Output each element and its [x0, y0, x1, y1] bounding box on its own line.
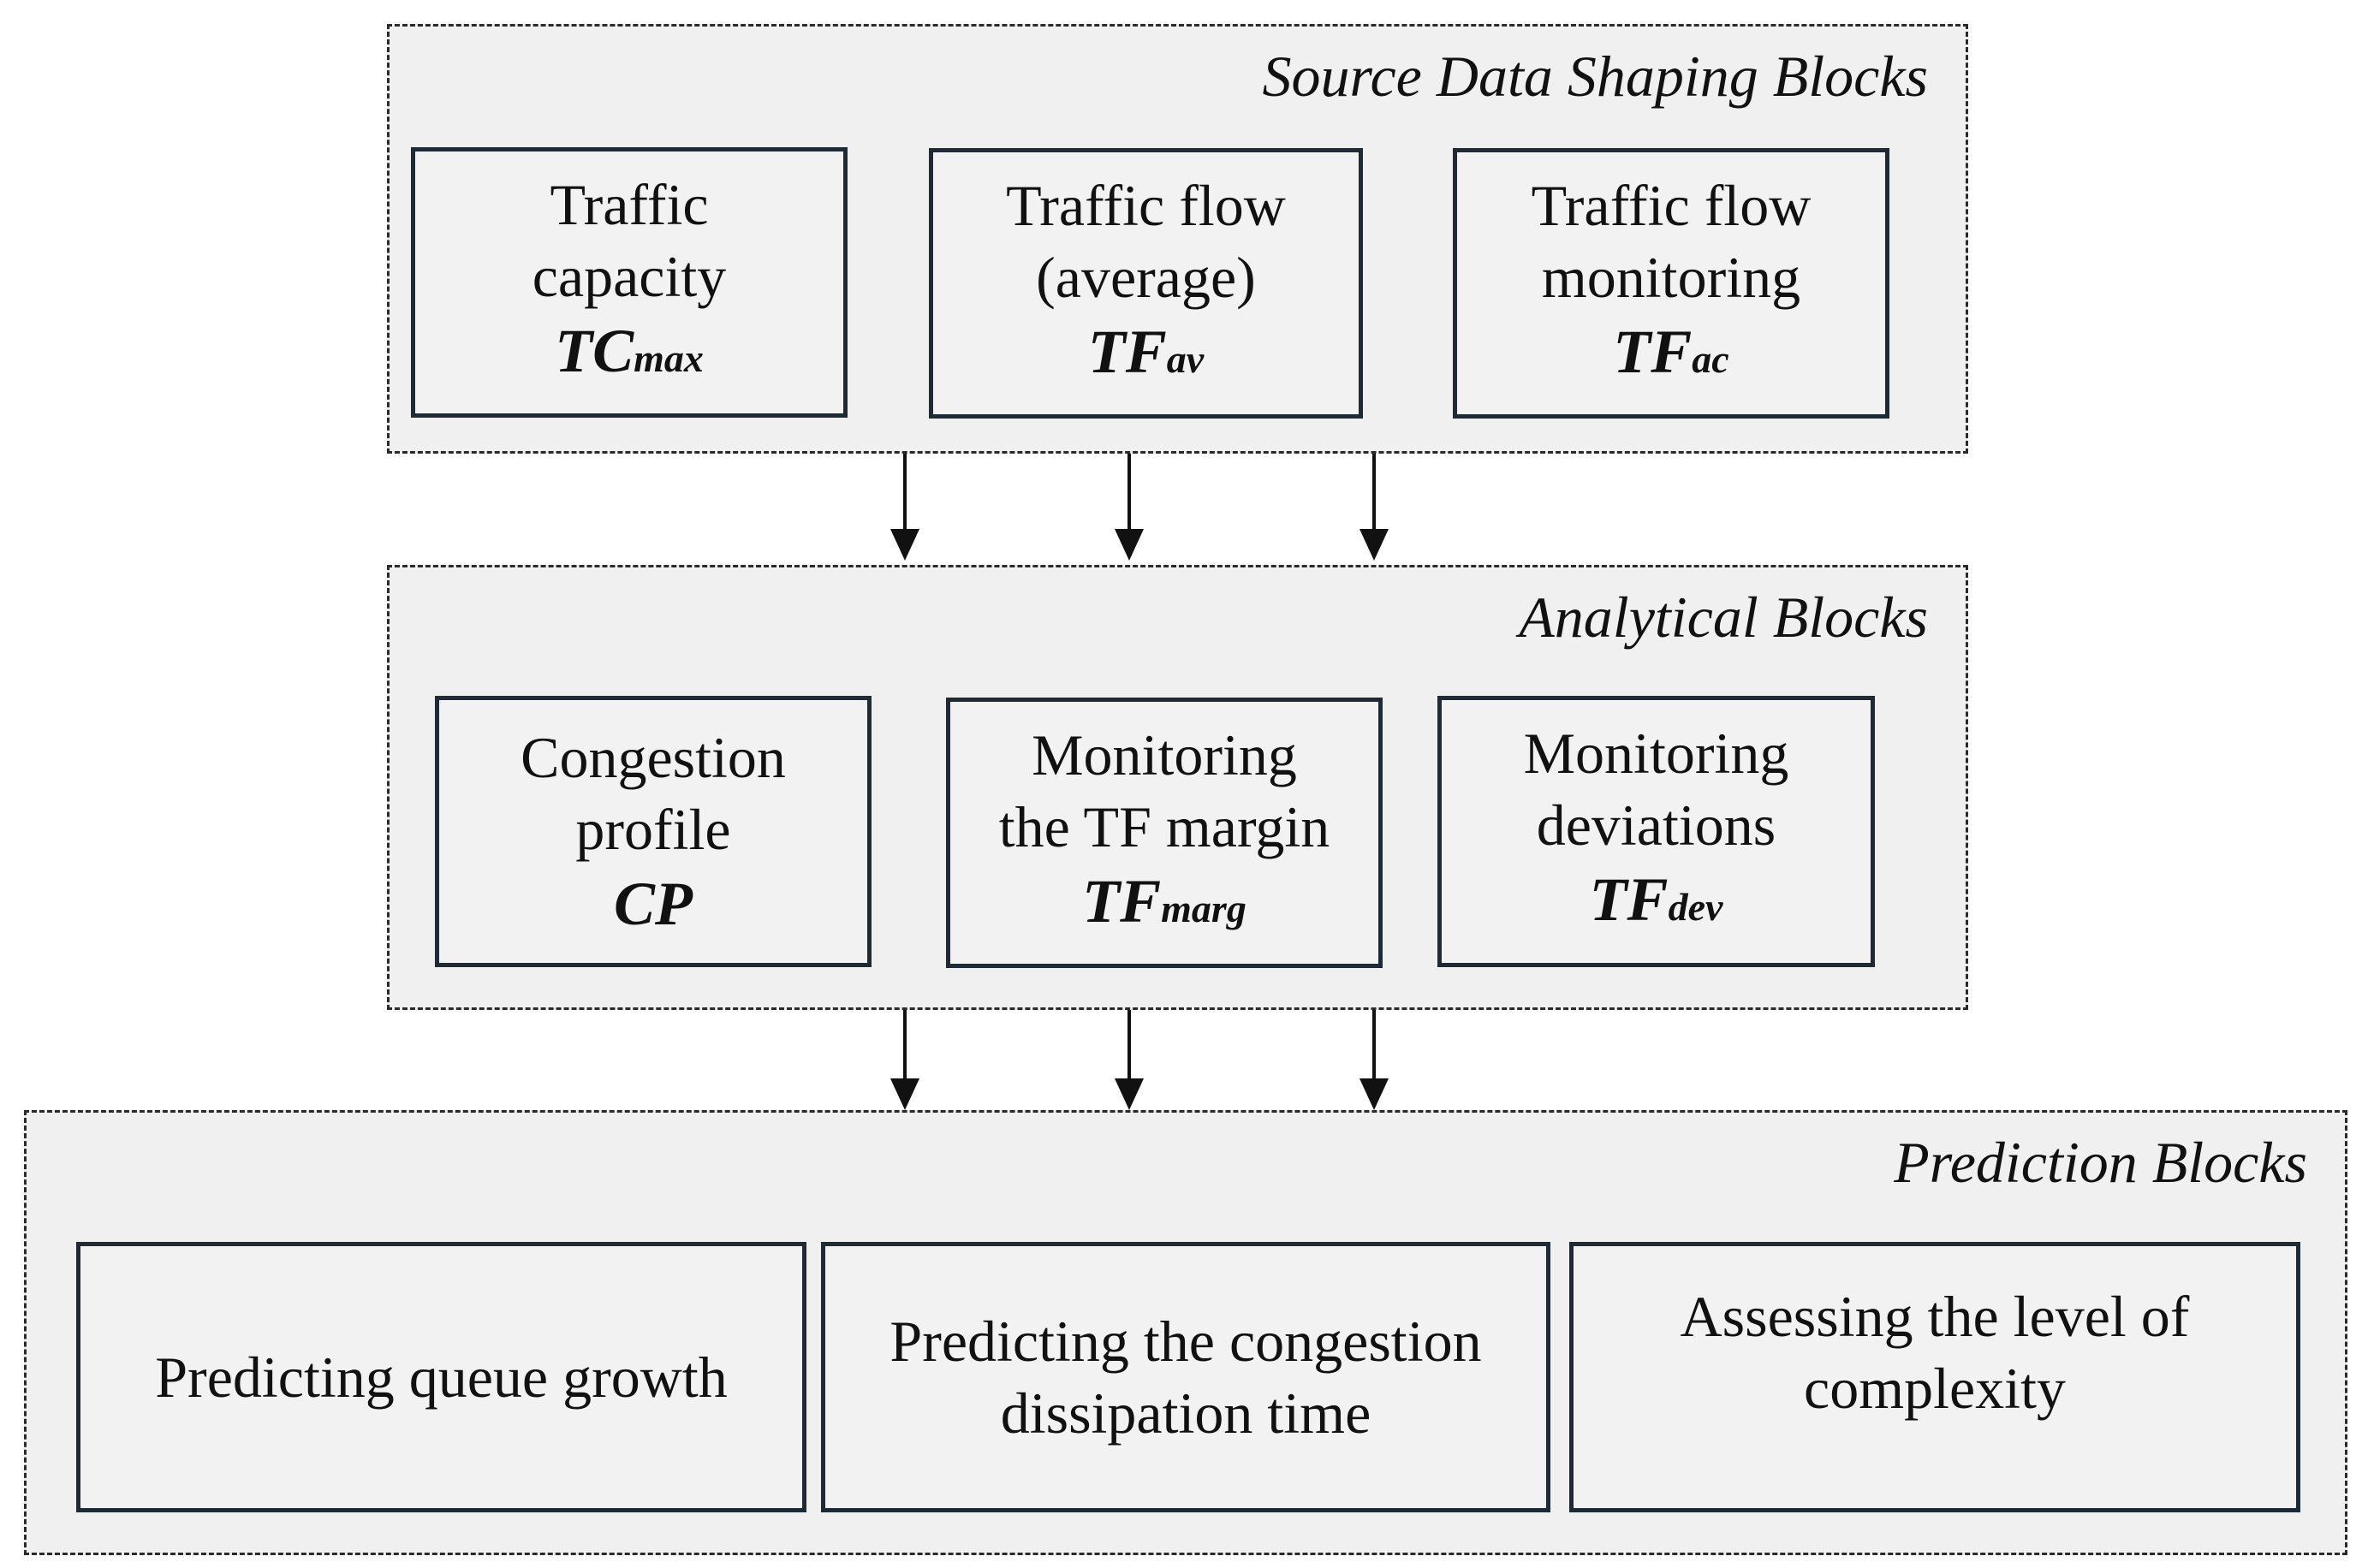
analytical-group: Analytical Blocks Congestion profile CP … — [387, 565, 1968, 1010]
block-line: Traffic flow — [1531, 172, 1812, 238]
block-predicting-dissipation-time: Predicting the congestion dissipation ti… — [821, 1242, 1550, 1512]
prediction-group: Prediction Blocks Predicting queue growt… — [24, 1110, 2347, 1555]
block-line: dissipation time — [1000, 1381, 1371, 1446]
source-data-shaping-group: Source Data Shaping Blocks Traffic capac… — [387, 24, 1968, 454]
block-congestion-profile: Congestion profile CP — [435, 696, 872, 967]
block-line: Assessing the level of — [1680, 1284, 2190, 1349]
block-assessing-complexity: Assessing the level of complexity — [1569, 1242, 2300, 1512]
block-line: profile — [575, 796, 731, 862]
arrow-2-head — [1115, 529, 1144, 561]
block-monitoring-tf-margin: Monitoring the TF margin TFmarg — [946, 698, 1383, 968]
symbol-cp: CP — [613, 869, 693, 938]
block-line: Predicting the congestion — [889, 1309, 1482, 1374]
block-line: Monitoring — [1523, 721, 1789, 786]
arrow-3-head — [1359, 529, 1389, 561]
arrows-source-to-analytical — [890, 454, 1389, 561]
block-line: Congestion — [521, 724, 786, 790]
block-line: monitoring — [1541, 244, 1801, 310]
symbol-tc-max: TCmax — [555, 316, 704, 385]
arrow-4-head — [890, 1078, 919, 1110]
block-line: capacity — [532, 243, 727, 309]
block-monitoring-deviations: Monitoring deviations TFdev — [1437, 696, 1875, 967]
block-predicting-queue-growth: Predicting queue growth — [76, 1242, 806, 1512]
arrow-5-head — [1115, 1078, 1144, 1110]
symbol-tf-av: TFav — [1087, 317, 1205, 386]
block-line: Traffic flow — [1006, 172, 1286, 238]
symbol-tf-marg: TFmarg — [1082, 866, 1246, 935]
symbol-tf-ac: TFac — [1613, 317, 1729, 386]
symbol-tf-dev: TFdev — [1589, 865, 1723, 934]
block-line: Predicting queue growth — [155, 1345, 728, 1410]
arrow-6-head — [1359, 1078, 1389, 1110]
block-line: the TF margin — [998, 793, 1330, 859]
group-title: Prediction Blocks — [1894, 1130, 2307, 1195]
block-line: (average) — [1036, 244, 1256, 310]
group-title: Analytical Blocks — [1519, 585, 1928, 650]
block-line: Traffic — [550, 171, 709, 237]
block-line: Monitoring — [1032, 722, 1297, 787]
arrows-analytical-to-prediction — [890, 1010, 1389, 1110]
arrow-1-head — [890, 529, 919, 561]
group-title: Source Data Shaping Blocks — [1262, 44, 1928, 109]
block-traffic-flow-monitoring: Traffic flow monitoring TFac — [1453, 148, 1889, 419]
block-traffic-capacity: Traffic capacity TCmax — [411, 147, 848, 418]
block-line: deviations — [1536, 793, 1776, 858]
block-traffic-flow-average: Traffic flow (average) TFav — [929, 148, 1363, 419]
block-line: complexity — [1804, 1356, 2066, 1421]
